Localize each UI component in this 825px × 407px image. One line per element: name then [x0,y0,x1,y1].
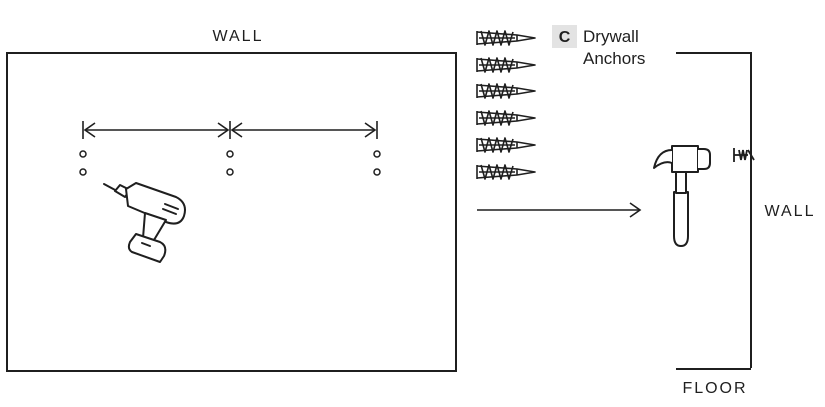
drywall-anchor-icon [476,30,536,46]
drywall-anchor-icon [476,110,536,126]
sequence-arrow [477,202,642,218]
drill-hole-markers [79,150,381,176]
part-badge [552,25,577,48]
floor-label: FLOOR [682,380,747,397]
drywall-anchor-icon [476,137,536,153]
drill-hole [226,168,234,176]
wall-front-label: WALL [213,28,264,45]
drill-hole [373,168,381,176]
wall-side-label: WALL [765,203,816,220]
anchor-installed-icon [733,148,755,162]
hammer-icon [653,145,711,247]
drill-hole [79,150,87,158]
drill-hole [79,168,87,176]
part-c-callout: C Drywall Anchors [552,25,645,68]
drywall-anchor-set [476,30,536,180]
part-badge-letter: C [559,29,571,46]
wall-front-panel [6,52,457,372]
drill-hole [226,150,234,158]
drill-hole [373,150,381,158]
drywall-anchor-icon [476,57,536,73]
power-drill-icon [103,182,186,263]
drywall-anchor-icon [476,164,536,180]
spacing-dimension [82,121,378,139]
wall-side-profile [676,52,752,370]
drywall-anchor-icon [476,83,536,99]
part-name-line2: Anchors [583,49,645,68]
part-name-line1: Drywall [583,27,639,46]
